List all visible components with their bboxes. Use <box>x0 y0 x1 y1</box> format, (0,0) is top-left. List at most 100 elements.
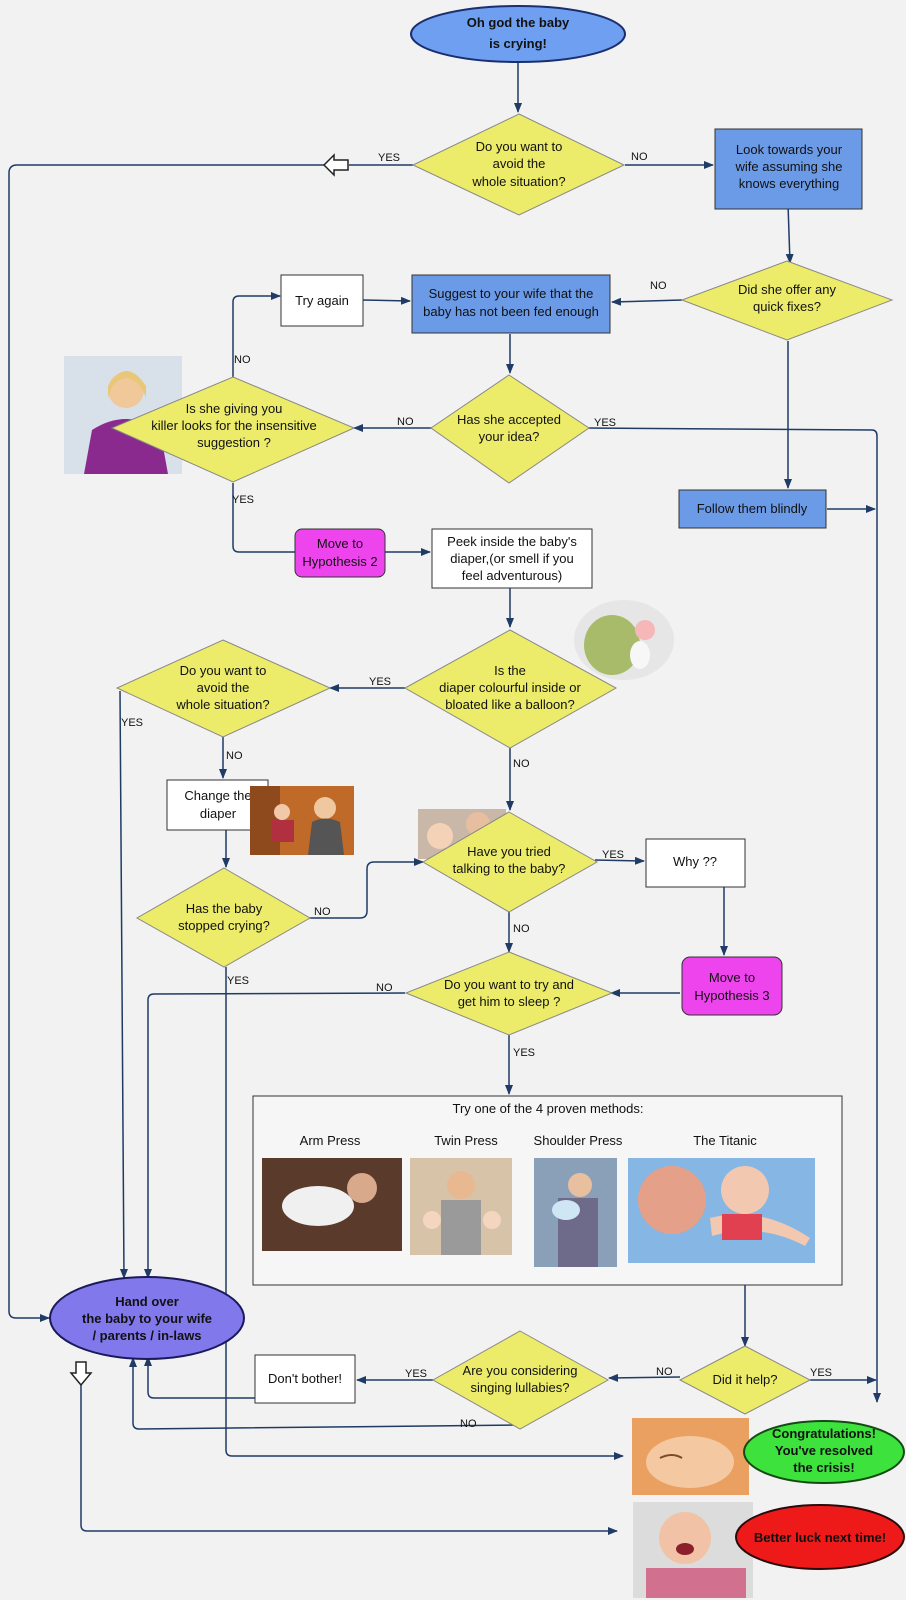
svg-text:Suggest to your wife that the: Suggest to your wife that the <box>429 286 594 301</box>
svg-text:Hypothesis 2: Hypothesis 2 <box>302 554 377 569</box>
svg-text:suggestion ?: suggestion ? <box>197 435 271 450</box>
decision-accepted-idea: Has she accepted your idea? <box>430 374 590 484</box>
svg-text:diaper colourful inside or: diaper colourful inside or <box>439 680 581 695</box>
process-look-at-wife: Look towards your wife assuming she know… <box>714 128 863 210</box>
svg-text:baby has not been fed enough: baby has not been fed enough <box>423 304 599 319</box>
svg-text:Move to: Move to <box>709 970 755 985</box>
svg-text:/ parents / in-laws: / parents / in-laws <box>92 1328 201 1343</box>
congrats-oval: Congratulations! You've resolved the cri… <box>743 1420 905 1484</box>
crying-baby-photo <box>633 1502 753 1598</box>
edge-label-no: NO <box>513 758 530 770</box>
decision-lullabies: Are you considering singing lullabies? <box>431 1330 610 1430</box>
process-try-again: Try again <box>280 274 364 327</box>
svg-text:Move to: Move to <box>317 536 363 551</box>
svg-text:killer looks for the insensiti: killer looks for the insensitive <box>151 418 316 433</box>
edge-label-no: NO <box>656 1366 673 1378</box>
start-text: is crying! <box>489 36 547 51</box>
decision-diaper-check: Is the diaper colourful inside or bloate… <box>403 629 618 749</box>
connectors <box>8 62 881 1535</box>
start-text: Oh god the baby <box>467 15 570 30</box>
hypothesis-2-box: Move to Hypothesis 2 <box>294 528 386 578</box>
edge-label-yes: YES <box>121 717 143 729</box>
methods-panel: Try one of the 4 proven methods: Arm Pre… <box>252 1095 843 1286</box>
change-diaper-photo <box>250 786 354 855</box>
decision-sleep: Do you want to try and get him to sleep … <box>404 951 614 1036</box>
hypothesis-3-box: Move to Hypothesis 3 <box>681 956 783 1016</box>
svg-text:Hypothesis 3: Hypothesis 3 <box>694 988 769 1003</box>
svg-text:talking to the baby?: talking to the baby? <box>453 861 566 876</box>
svg-text:Change the: Change the <box>184 788 251 803</box>
svg-text:Better luck next time!: Better luck next time! <box>754 1530 886 1545</box>
svg-text:whole situation?: whole situation? <box>175 697 269 712</box>
decision-quick-fixes: Did she offer any quick fixes? <box>680 260 894 341</box>
svg-text:whole situation?: whole situation? <box>471 174 565 189</box>
arm-press-photo <box>262 1158 402 1251</box>
titanic-photo <box>628 1158 815 1263</box>
better-luck-oval: Better luck next time! <box>735 1504 905 1570</box>
svg-text:wife assuming she: wife assuming she <box>735 159 843 174</box>
hollow-left-arrow-icon <box>322 153 349 177</box>
edge-label-no: NO <box>314 906 331 918</box>
svg-text:Is the: Is the <box>494 663 526 678</box>
method-label: Twin Press <box>434 1133 498 1148</box>
edge-label-yes: YES <box>405 1368 427 1380</box>
hand-over-oval: Hand over the baby to your wife / parent… <box>49 1276 245 1360</box>
svg-text:Has the baby: Has the baby <box>186 901 263 916</box>
svg-text:Have you tried: Have you tried <box>467 844 551 859</box>
edge-label-no: NO <box>650 280 667 292</box>
edge-label-no: NO <box>376 982 393 994</box>
method-label: The Titanic <box>693 1133 757 1148</box>
edge-label-yes: YES <box>602 849 624 861</box>
svg-text:Don't bother!: Don't bother! <box>268 1371 342 1386</box>
svg-text:Congratulations!: Congratulations! <box>772 1426 876 1441</box>
svg-text:Are you considering: Are you considering <box>463 1363 578 1378</box>
start-oval: Oh god the baby is crying! <box>410 5 626 63</box>
edge-label-no: NO <box>513 923 530 935</box>
svg-text:Has she accepted: Has she accepted <box>457 412 561 427</box>
edge-label-no: NO <box>226 750 243 762</box>
twin-press-photo <box>410 1158 512 1255</box>
svg-text:Try again: Try again <box>295 293 349 308</box>
svg-text:quick fixes?: quick fixes? <box>753 299 821 314</box>
svg-text:get him to sleep ?: get him to sleep ? <box>458 994 561 1009</box>
edge-label-yes: YES <box>594 417 616 429</box>
decision-talking-to-baby: Have you tried talking to the baby? <box>422 811 599 913</box>
hollow-down-arrow-icon <box>69 1361 93 1387</box>
shoulder-press-photo <box>534 1158 617 1267</box>
svg-text:Do you want to try and: Do you want to try and <box>444 977 574 992</box>
decision-did-it-help: Did it help? <box>678 1345 812 1415</box>
edge-label-yes: YES <box>232 494 254 506</box>
edge-label-yes: YES <box>810 1367 832 1379</box>
svg-text:Do you want to: Do you want to <box>180 663 267 678</box>
edge-label-yes: YES <box>378 152 400 164</box>
edge-label-yes: YES <box>513 1047 535 1059</box>
edge-label-no: NO <box>631 151 648 163</box>
decision-avoid-situation: Do you want to avoid the whole situation… <box>411 113 626 216</box>
svg-text:your idea?: your idea? <box>479 429 540 444</box>
methods-title: Try one of the 4 proven methods: <box>452 1101 643 1116</box>
svg-text:Hand over: Hand over <box>115 1294 179 1309</box>
edge-labels: YES NO NO NO NO YES YES YES YES NO NO YE… <box>121 151 832 1430</box>
method-label: Arm Press <box>300 1133 361 1148</box>
svg-text:Is she giving you: Is she giving you <box>186 401 283 416</box>
svg-text:singing lullabies?: singing lullabies? <box>470 1380 569 1395</box>
method-label: Shoulder Press <box>534 1133 623 1148</box>
process-why: Why ?? <box>645 838 746 888</box>
edge-label-no: NO <box>460 1418 477 1430</box>
svg-text:stopped crying?: stopped crying? <box>178 918 270 933</box>
svg-text:knows everything: knows everything <box>739 176 839 191</box>
decision-stopped-crying: Has the baby stopped crying? <box>135 867 312 968</box>
svg-text:the baby to your wife: the baby to your wife <box>82 1311 212 1326</box>
process-peek-diaper: Peek inside the baby's diaper,(or smell … <box>431 528 593 589</box>
svg-text:diaper,(or smell if you: diaper,(or smell if you <box>450 551 574 566</box>
process-dont-bother: Don't bother! <box>254 1354 356 1404</box>
process-follow-blindly: Follow them blindly <box>678 489 827 529</box>
svg-text:bloated like a balloon?: bloated like a balloon? <box>445 697 574 712</box>
sleeping-baby-photo <box>632 1418 749 1495</box>
svg-text:Did she offer any: Did she offer any <box>738 282 837 297</box>
svg-text:You've resolved: You've resolved <box>775 1443 873 1458</box>
decision-avoid-situation-2: Do you want to avoid the whole situation… <box>115 639 332 738</box>
diaper-cartoon-image <box>574 600 674 680</box>
svg-text:Why ??: Why ?? <box>673 854 717 869</box>
